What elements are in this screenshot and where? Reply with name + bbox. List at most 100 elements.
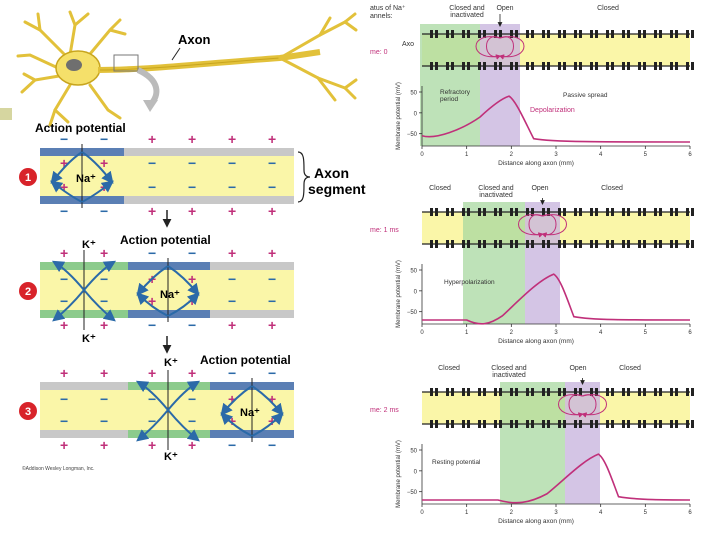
channel-mark xyxy=(574,420,577,428)
channel-mark xyxy=(670,30,673,38)
channel-mark xyxy=(542,388,545,396)
y-tick-label: 0 xyxy=(414,289,418,295)
x-tick-label: 6 xyxy=(688,510,692,516)
channel-mark xyxy=(686,62,689,70)
channel-mark xyxy=(526,208,529,216)
annotation-depolarization: Depolarization xyxy=(530,107,575,114)
channel-mark xyxy=(430,62,433,70)
channel-state-label: Open xyxy=(531,185,548,192)
channel-mark xyxy=(686,240,689,248)
channel-mark xyxy=(643,30,646,38)
channel-mark xyxy=(659,208,662,216)
channel-mark xyxy=(627,240,630,248)
channel-mark xyxy=(510,208,513,216)
channel-mark xyxy=(467,388,470,396)
x-tick-label: 4 xyxy=(599,330,603,336)
svg-text:−: − xyxy=(228,293,236,309)
svg-text:+: + xyxy=(268,131,276,147)
channel-mark xyxy=(435,30,438,38)
svg-text:+: + xyxy=(100,365,108,381)
time-label: me: 2 ms xyxy=(370,407,399,414)
svg-text:−: − xyxy=(60,203,68,219)
svg-text:+: + xyxy=(228,245,236,261)
channel-mark xyxy=(483,388,486,396)
channel-mark xyxy=(595,62,598,70)
channel-mark xyxy=(515,30,518,38)
step-1-marker xyxy=(19,168,37,186)
svg-text:+: + xyxy=(268,391,276,407)
svg-text:−: − xyxy=(188,391,196,407)
x-axis-label: Distance along axon (mm) xyxy=(498,160,574,167)
svg-text:−: − xyxy=(100,413,108,429)
svg-text:+: + xyxy=(148,437,156,453)
channel-mark xyxy=(574,240,577,248)
channel-mark xyxy=(563,30,566,38)
step-1-na-label: Na⁺ xyxy=(76,173,96,185)
svg-text:−: − xyxy=(100,203,108,219)
svg-text:+: + xyxy=(148,365,156,381)
x-tick-label: 0 xyxy=(420,152,424,158)
channel-state-label: Closed xyxy=(429,185,451,192)
svg-text:+: + xyxy=(148,131,156,147)
channel-mark xyxy=(430,240,433,248)
svg-text:+: + xyxy=(100,245,108,261)
channel-mark xyxy=(622,388,625,396)
step-2-k-top-label: K⁺ xyxy=(82,239,96,251)
channel-mark xyxy=(638,30,641,38)
svg-text:+: + xyxy=(60,155,68,171)
channel-mark xyxy=(590,208,593,216)
axon-segment-label-line2: segment xyxy=(308,181,366,197)
channel-mark xyxy=(451,208,454,216)
channel-mark xyxy=(526,240,529,248)
channel-mark xyxy=(579,30,582,38)
channel-mark xyxy=(611,240,614,248)
channel-mark xyxy=(451,62,454,70)
channel-mark xyxy=(494,30,497,38)
svg-text:−: − xyxy=(228,437,236,453)
channel-mark xyxy=(675,388,678,396)
channel-mark xyxy=(675,420,678,428)
channel-mark xyxy=(510,240,513,248)
step-2-na-label: Na⁺ xyxy=(160,289,180,301)
svg-text:−: − xyxy=(60,293,68,309)
channel-mark xyxy=(430,420,433,428)
time-label: me: 1 ms xyxy=(370,227,399,234)
channel-mark xyxy=(654,62,657,70)
axon-segment-label-line1: Axon xyxy=(314,165,349,181)
channel-mark xyxy=(627,388,630,396)
channel-mark xyxy=(542,62,545,70)
step-3-marker xyxy=(19,402,37,420)
channel-mark xyxy=(686,30,689,38)
channel-mark xyxy=(638,240,641,248)
channel-mark xyxy=(515,388,518,396)
channel-mark xyxy=(627,208,630,216)
channel-mark xyxy=(542,30,545,38)
annotation-passive-spread: Passive spread xyxy=(563,92,608,99)
channel-mark xyxy=(526,388,529,396)
channel-mark xyxy=(670,62,673,70)
x-tick-label: 5 xyxy=(644,152,648,158)
x-tick-label: 0 xyxy=(420,510,424,516)
channel-mark xyxy=(446,420,449,428)
channel-mark xyxy=(483,240,486,248)
channel-mark xyxy=(451,420,454,428)
neuron-illustration xyxy=(16,10,358,127)
svg-text:−: − xyxy=(100,293,108,309)
channel-mark xyxy=(659,388,662,396)
channel-mark xyxy=(542,420,545,428)
channel-mark xyxy=(675,208,678,216)
step-3-na-label: Na⁺ xyxy=(240,407,260,419)
channel-mark xyxy=(606,240,609,248)
channel-mark xyxy=(558,208,561,216)
channel-mark xyxy=(590,388,593,396)
y-tick-label: 0 xyxy=(414,469,418,475)
channel-mark xyxy=(643,388,646,396)
annotation-hyperpolarization: Hyperpolarization xyxy=(444,279,495,286)
channel-mark xyxy=(531,30,534,38)
channel-mark xyxy=(451,30,454,38)
channel-mark xyxy=(659,420,662,428)
channel-state-label: Closed and xyxy=(449,5,485,12)
channel-mark xyxy=(446,240,449,248)
channel-mark xyxy=(494,208,497,216)
channel-state-label: Closed xyxy=(619,365,641,372)
